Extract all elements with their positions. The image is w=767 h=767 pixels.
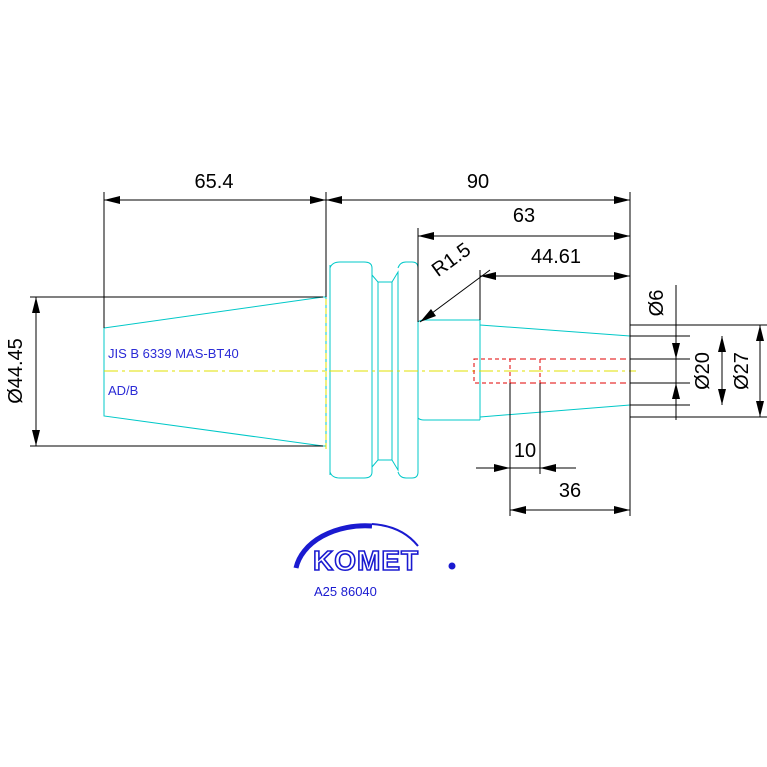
extension-lines <box>30 192 767 516</box>
variant-note: AD/B <box>108 383 138 398</box>
dim-63: 63 <box>513 205 535 227</box>
standard-note: JIS B 6339 MAS-BT40 <box>108 346 239 361</box>
logo-arc-icon <box>293 523 373 569</box>
dim-dia-27: Ø27 <box>731 352 753 390</box>
part-number: A25 86040 <box>314 584 377 599</box>
dim-36: 36 <box>559 480 581 502</box>
dim-r1-5: R1.5 <box>428 239 475 282</box>
hidden-bore <box>473 358 630 384</box>
dim-10: 10 <box>514 440 536 462</box>
dim-dia-20: Ø20 <box>692 352 714 390</box>
logo-brand: KOMET <box>313 545 419 576</box>
dim-65-4: 65.4 <box>195 171 234 193</box>
dim-90: 90 <box>467 171 489 193</box>
logo-dot-icon <box>448 562 456 570</box>
komet-logo: KOMET A25 86040 <box>293 523 456 599</box>
dim-dia-6: Ø6 <box>646 290 668 317</box>
dim-44-61: 44.61 <box>531 246 581 268</box>
dim-dia-44-45: Ø44.45 <box>5 338 27 404</box>
dimension-lines <box>32 196 764 514</box>
